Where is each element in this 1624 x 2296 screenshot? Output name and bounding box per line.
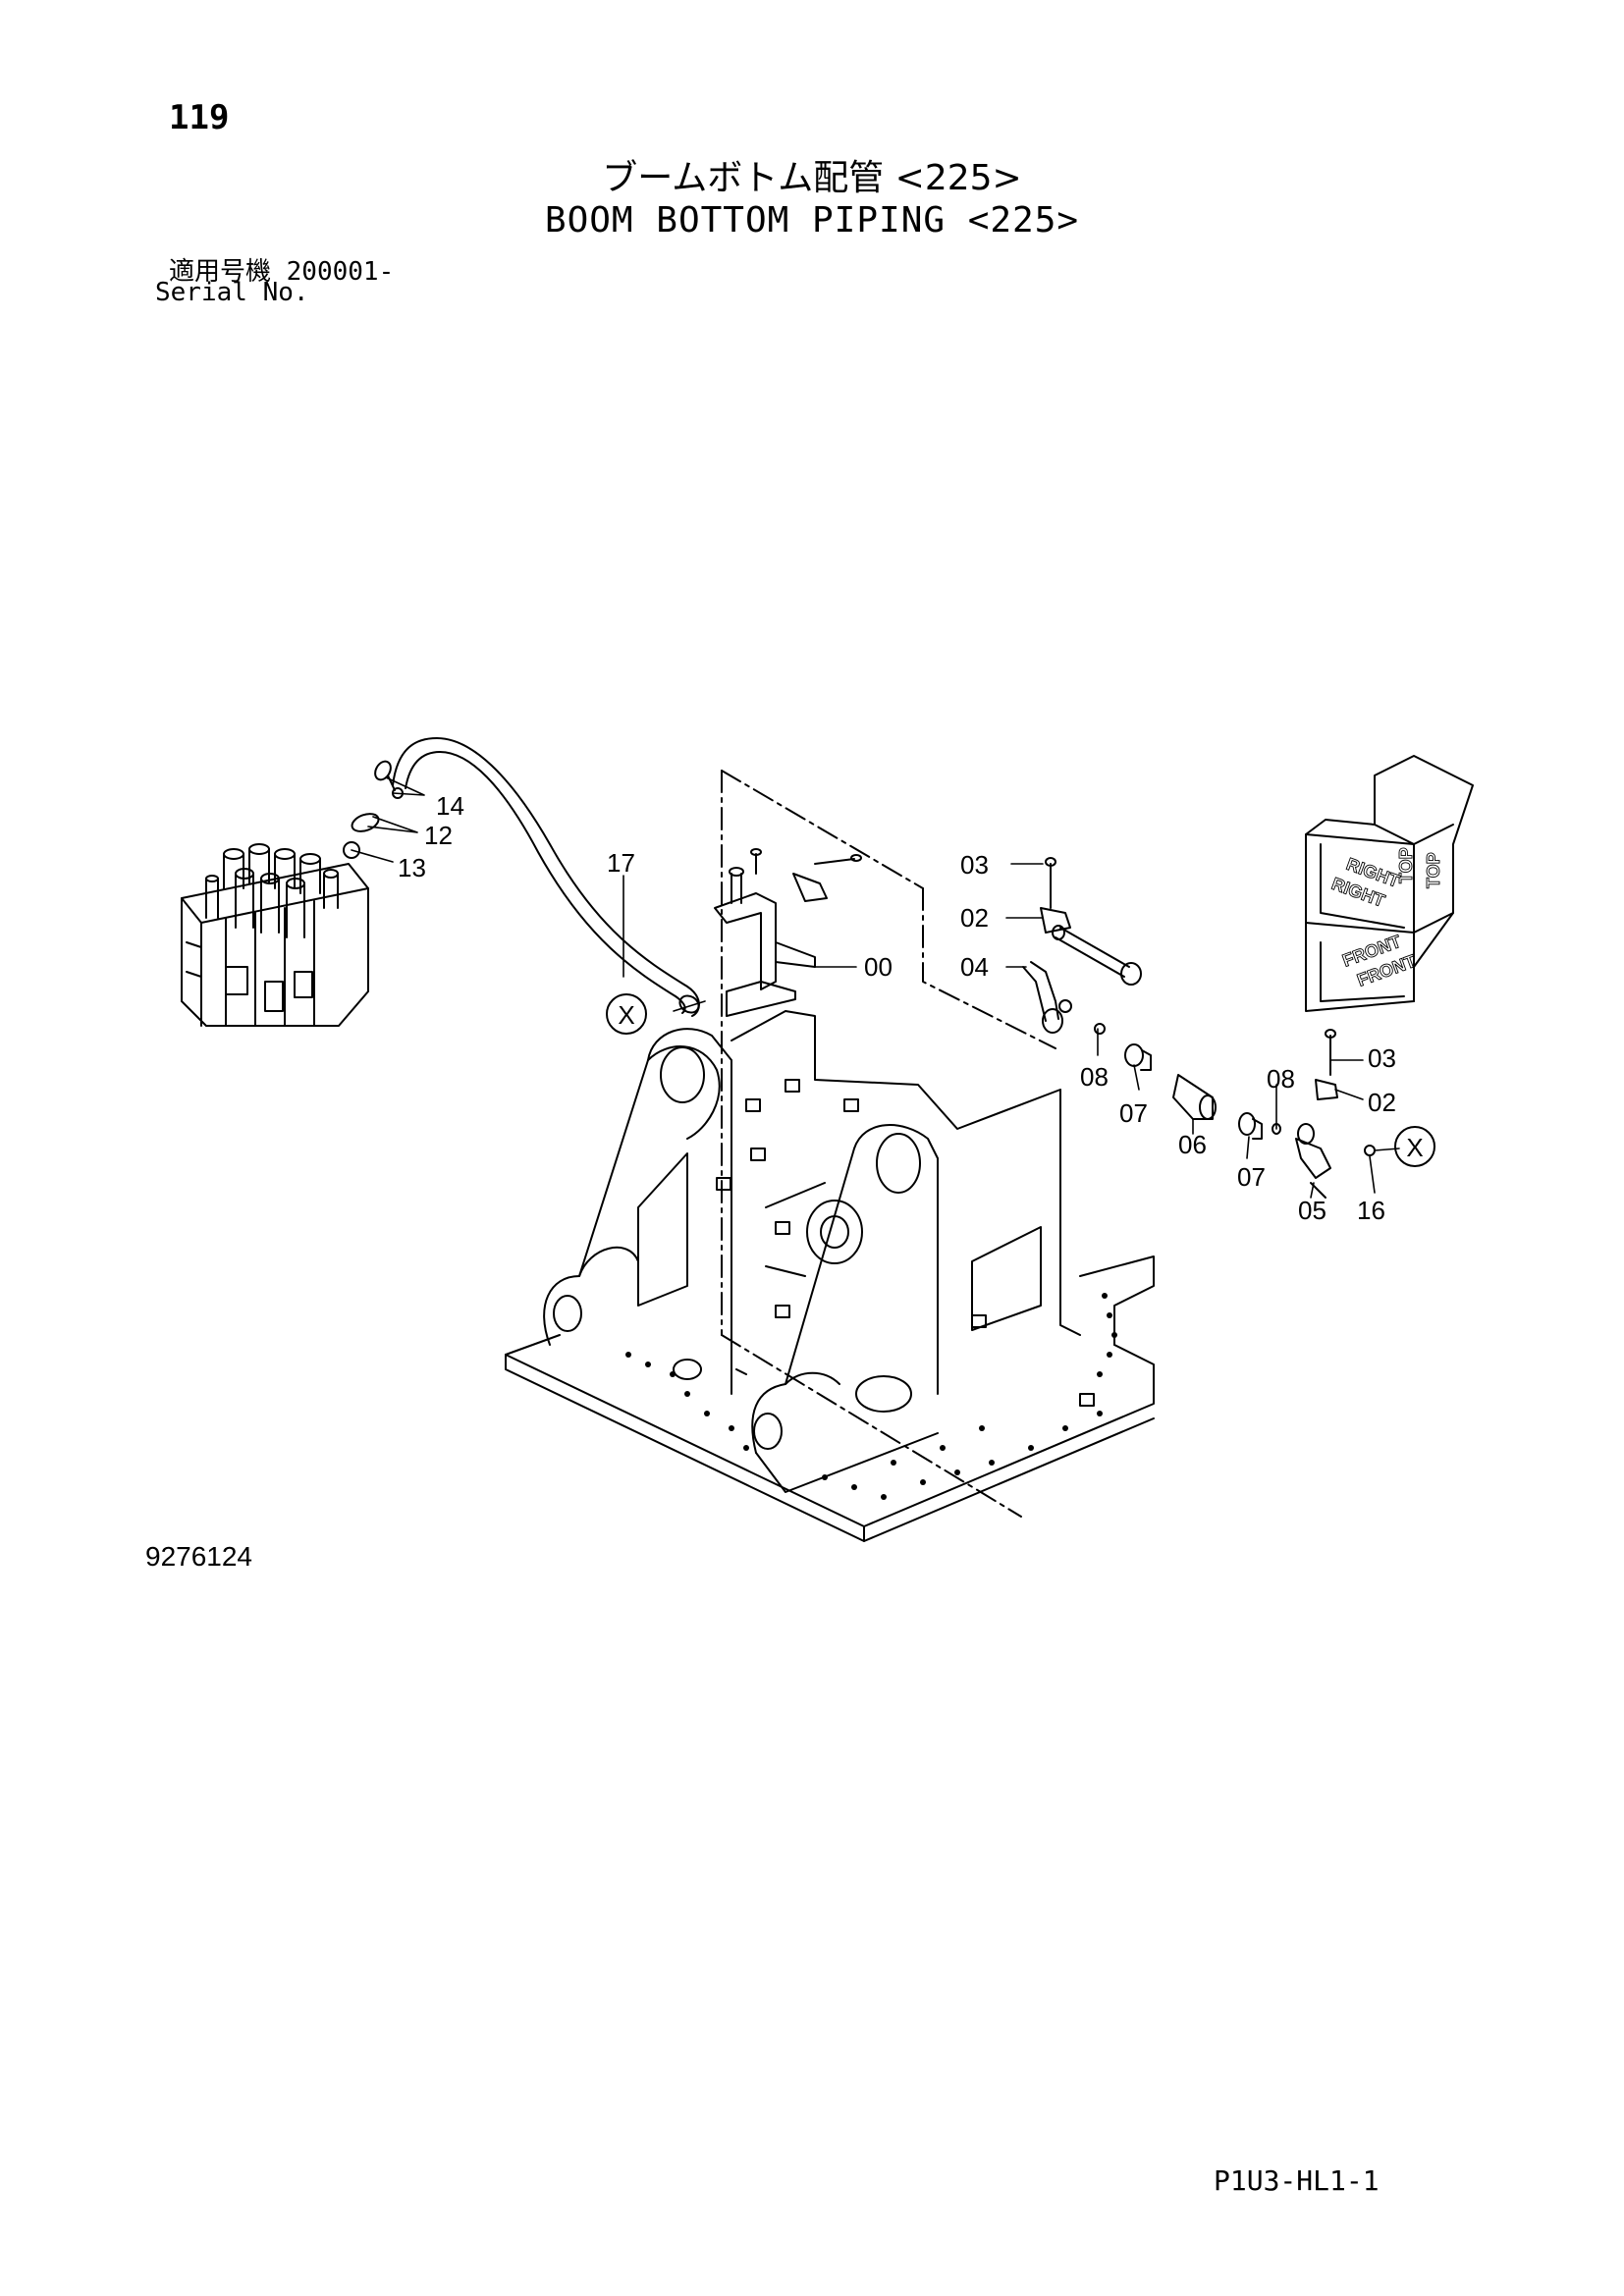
title-japanese: ブームボトム配管 <225> (602, 158, 1022, 198)
svg-text:X: X (618, 1000, 634, 1030)
callout-08-right: 08 (1267, 1064, 1295, 1094)
frame-drawing (505, 1010, 1155, 1542)
serial-label-japanese: 適用号機 200001- (169, 257, 395, 287)
phantom-box (721, 770, 1056, 1518)
sheet-code: P1U3-HL1-1 (1214, 2164, 1380, 2197)
callout-14: 14 (436, 791, 464, 821)
callout-07-right: 07 (1237, 1162, 1266, 1192)
orientation-cube-drawing (1305, 755, 1474, 1012)
valve-fittings (343, 760, 404, 859)
leader-lines (351, 776, 1400, 1199)
x-marker-right: X (1394, 1126, 1435, 1167)
control-valve-drawing (181, 843, 369, 1027)
callout-08-left: 08 (1080, 1062, 1109, 1092)
serial-label-english: Serial No. (155, 278, 309, 307)
orientation-top-1: TOP (1396, 847, 1416, 883)
callout-00: 00 (864, 952, 893, 982)
orientation-top-2: TOP (1424, 852, 1443, 888)
x-marker-left: X (606, 993, 647, 1035)
drawing-number: 9276124 (145, 1541, 253, 1572)
callout-05: 05 (1298, 1196, 1326, 1225)
callout-03-upper: 03 (960, 850, 989, 880)
callout-13: 13 (398, 853, 426, 882)
hose-17-drawing (392, 737, 700, 1017)
callout-06: 06 (1178, 1130, 1207, 1159)
callout-07-left: 07 (1119, 1098, 1148, 1128)
callout-17: 17 (607, 848, 635, 878)
page-number: 119 (169, 98, 230, 137)
bracket-00-drawing (714, 848, 862, 1017)
callout-03-lower: 03 (1368, 1043, 1396, 1073)
title-english: BOOM BOTTOM PIPING <225> (544, 200, 1080, 240)
callout-02-upper: 02 (960, 903, 989, 933)
callout-02-lower: 02 (1368, 1088, 1396, 1117)
callout-12: 12 (424, 821, 453, 850)
callout-16: 16 (1357, 1196, 1385, 1225)
svg-text:X: X (1406, 1133, 1423, 1162)
callout-04: 04 (960, 952, 989, 982)
pipe-04-drawing (1022, 857, 1142, 1034)
